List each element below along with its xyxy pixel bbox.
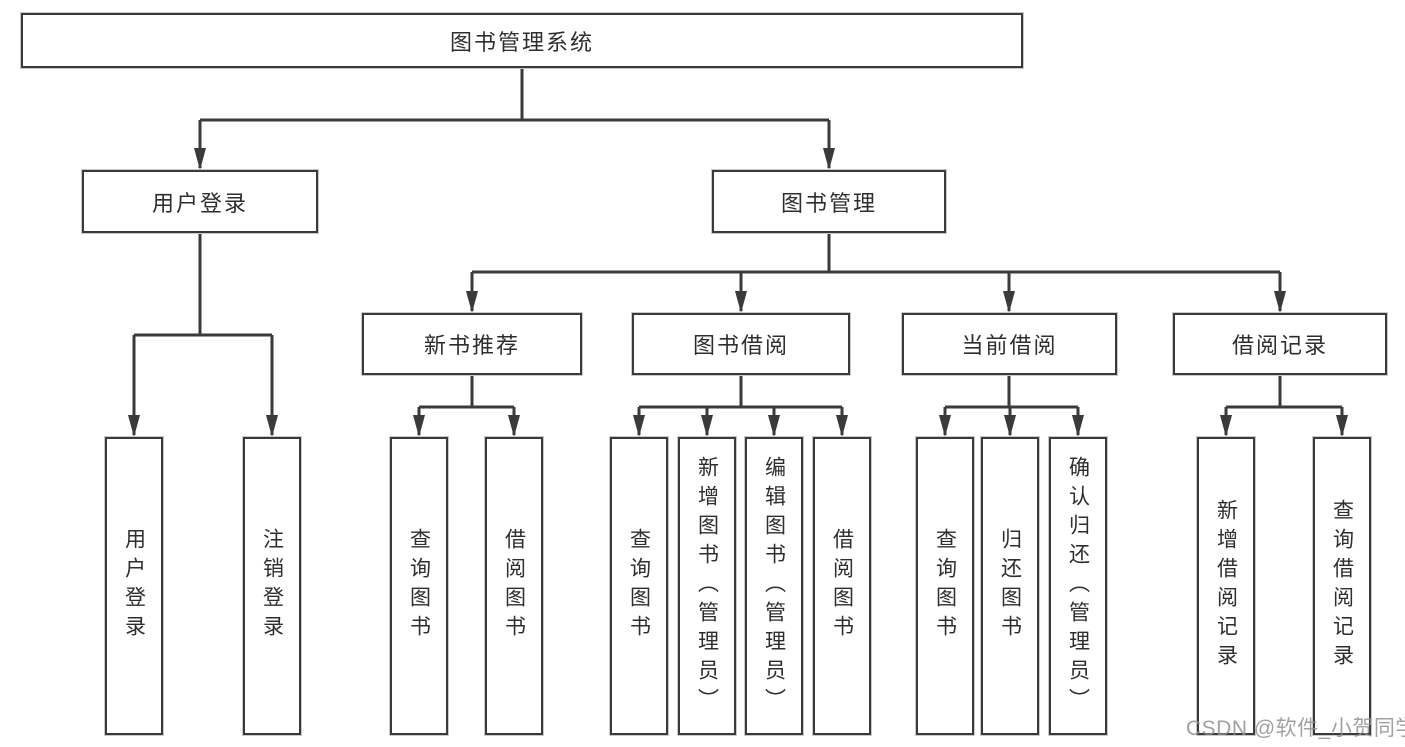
node-book-borrowing-label: 图书借阅: [692, 333, 789, 358]
leaf-borrow-books-recommend-label: 借阅图书: [502, 528, 526, 644]
leaf-return-books: 归还图书: [981, 437, 1039, 735]
leaf-query-borrow-record: 查询借阅记录: [1313, 437, 1371, 735]
node-current-borrowing-label: 当前借阅: [961, 333, 1058, 358]
leaf-add-books-admin: 新增图书（管理员）: [678, 437, 736, 735]
node-book-management-label: 图书管理: [780, 190, 877, 216]
leaf-query-books-recommend: 查询图书: [390, 437, 448, 735]
leaf-borrow-books-label: 借阅图书: [830, 528, 854, 644]
node-new-book-recommend: 新书推荐: [362, 313, 582, 375]
node-borrowing-records: 借阅记录: [1173, 313, 1387, 375]
leaf-query-borrow-record-label: 查询借阅记录: [1330, 499, 1354, 673]
node-new-book-recommend-label: 新书推荐: [423, 333, 520, 358]
leaf-borrow-books: 借阅图书: [813, 437, 871, 735]
node-borrowing-records-label: 借阅记录: [1231, 333, 1328, 358]
leaf-query-books-borrowing: 查询图书: [610, 437, 668, 735]
leaf-query-books-current-label: 查询图书: [933, 528, 957, 644]
leaf-return-books-label: 归还图书: [998, 528, 1022, 644]
leaf-confirm-return-admin: 确认归还（管理员）: [1049, 437, 1107, 735]
leaf-query-books-recommend-label: 查询图书: [407, 528, 431, 644]
node-root-library-system: 图书管理系统: [21, 13, 1023, 68]
leaf-edit-books-admin-label: 编辑图书（管理员）: [762, 455, 786, 717]
leaf-confirm-return-admin-label: 确认归还（管理员）: [1066, 455, 1090, 717]
leaf-user-login-label: 用户登录: [122, 528, 146, 644]
leaf-user-login: 用户登录: [105, 437, 163, 735]
leaf-add-borrow-record-label: 新增借阅记录: [1214, 499, 1238, 673]
leaf-edit-books-admin: 编辑图书（管理员）: [745, 437, 803, 735]
node-root-label: 图书管理系统: [449, 29, 594, 55]
leaf-logout-label: 注销登录: [260, 528, 284, 644]
node-user-login-label: 用户登录: [151, 190, 248, 216]
leaf-add-books-admin-label: 新增图书（管理员）: [695, 455, 719, 717]
node-current-borrowing: 当前借阅: [902, 313, 1117, 375]
csdn-watermark: CSDN @软件_小贺同学: [1186, 717, 1405, 740]
leaf-query-books-borrowing-label: 查询图书: [627, 528, 651, 644]
leaf-query-books-current: 查询图书: [916, 437, 974, 735]
node-book-management: 图书管理: [712, 170, 946, 233]
leaf-borrow-books-recommend: 借阅图书: [485, 437, 543, 735]
node-user-login: 用户登录: [82, 170, 318, 233]
node-book-borrowing: 图书借阅: [632, 313, 850, 375]
leaf-add-borrow-record: 新增借阅记录: [1197, 437, 1255, 735]
leaf-logout: 注销登录: [243, 437, 301, 735]
